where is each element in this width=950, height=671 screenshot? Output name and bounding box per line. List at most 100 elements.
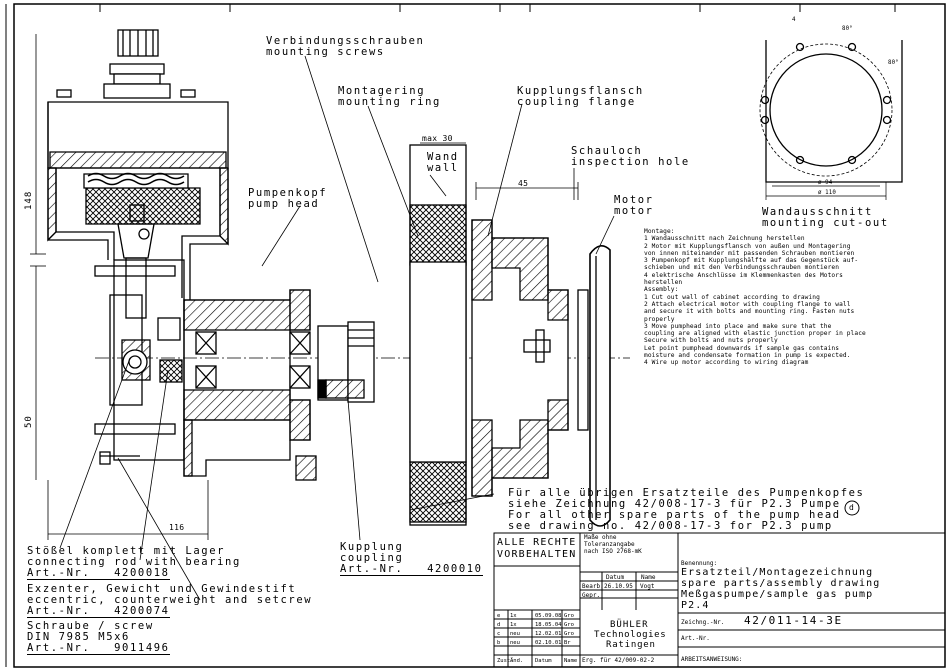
top-ticks [99, 4, 896, 12]
revision-header: Zust. [497, 658, 514, 664]
revision-cell: d [497, 622, 501, 628]
wall-label-en: wall [427, 162, 459, 174]
assembly-notes: Montage: 1 Wandausschnitt nach Zeichnung… [644, 228, 944, 367]
revision-cell: 18.05.04 [535, 622, 562, 628]
note-line: Secure with bolts and nuts properly [644, 337, 778, 345]
revision-cell: e [497, 613, 501, 619]
revision-cell: neu [510, 640, 520, 646]
dim-94: ø 94 [818, 180, 833, 186]
revision-cell: b [497, 640, 501, 646]
cutout-label-en: mounting cut-out [762, 217, 889, 229]
tolerance-1: Maße ohne [584, 534, 617, 541]
dim-110: ø 110 [818, 190, 836, 196]
dim-50: 50 [24, 415, 34, 428]
revision-cell: Br [564, 640, 571, 646]
revision-cell: 1x [510, 622, 517, 628]
cutout-label-de: Wandausschnitt [762, 206, 873, 218]
angle-80-b: 80° [888, 60, 899, 66]
revision-header: Name [564, 658, 578, 664]
dimension-lines [30, 34, 615, 601]
note-line: Assembly: [644, 286, 679, 294]
coupling-label-en: coupling [340, 552, 404, 564]
note-line: 2 Motor mit Kupplungsflansch von außen u… [644, 242, 851, 250]
part2-number: Art.-Nr. 4200074 [27, 605, 170, 618]
datum-header: Datum [606, 574, 625, 581]
zeichnung-label: Zeichng.-Nr. [681, 619, 725, 626]
part3-line2: DIN 7985 M5x6 [27, 631, 130, 643]
company-name: BÜHLER [610, 620, 649, 630]
rights-line2: VORBEHALTEN [497, 549, 577, 560]
revision-cell: c [497, 631, 501, 637]
dim-45: 45 [518, 179, 529, 188]
note-line: Let point pumphead downwards if sample g… [644, 344, 840, 352]
dim-148: 148 [24, 190, 34, 210]
benennung-label: Benennung: [681, 560, 718, 567]
coupling-flange-label-en: coupling flange [517, 96, 636, 108]
mounting-ring-label-en: mounting ring [338, 96, 441, 108]
wall-label-de: Wand [427, 151, 459, 163]
coupling-label-de: Kupplung [340, 541, 404, 553]
title-line1: Ersatzteil/Montagezeichnung [681, 567, 874, 578]
pump-head-label-en: pump head [248, 198, 320, 210]
revision-header: Datum [535, 658, 552, 664]
arbeitsanweisung-label: ARBEITSANWEISUNG: [681, 656, 743, 663]
title-line2: spare parts/assembly drawing [681, 578, 881, 589]
part2-line2: eccentric, counterweight and setcrew [27, 594, 313, 606]
angle-80-a: 80° [842, 26, 853, 32]
title-line3: Meßgaspumpe/sample gas pump [681, 589, 874, 600]
part1-line1: Stößel komplett mit Lager [27, 545, 226, 557]
revision-cell: neu [510, 631, 520, 637]
rights-line1: ALLE RECHTE [497, 537, 577, 548]
pump-head-label-de: Pumpenkopf [248, 187, 328, 199]
revision-circle [844, 500, 860, 516]
name-header: Name [641, 574, 656, 581]
note-line: properly [644, 315, 675, 323]
title-block [493, 532, 946, 668]
revision-cell: 12.02.01 [535, 631, 562, 637]
bearb-name: Vogt [640, 583, 655, 590]
bearb-date: 26.10.95 [604, 583, 633, 590]
note-line: 2 Attach electrical motor with coupling … [644, 300, 851, 308]
revision-cell: Gro [564, 631, 574, 637]
note-line: schieben und mit den Verbindungsschraube… [644, 264, 840, 272]
company-line2: Technologies [594, 630, 667, 640]
note-line: 3 Move pumphead into place and make sure… [644, 322, 832, 330]
pump-head [47, 29, 375, 481]
mounting-cutout [759, 40, 903, 200]
mounting-screws-label-en: mounting screws [266, 46, 385, 58]
spare-note-2: siehe Zeichnung 42/008-17-3 für P2.3 Pum… [508, 498, 841, 510]
part2-line1: Exzenter, Gewicht und Gewindestift [27, 583, 297, 595]
title-line4: P2.4 [681, 600, 710, 611]
wall-and-motor [409, 144, 611, 527]
art-label: Art.-Nr. [681, 635, 710, 642]
dim-4: 4 [792, 17, 796, 23]
revision-cell: 1x [510, 613, 517, 619]
note-line: 1 Wandausschnitt nach Zeichnung herstell… [644, 235, 805, 243]
note-line: 3 Pumpenkopf mit Kupplungshälfte auf das… [644, 257, 859, 265]
note-line: herstellen [644, 279, 683, 287]
dim-max30: max 30 [422, 134, 453, 143]
note-line: von innen miteinander mit passenden Schr… [644, 249, 855, 257]
revision-cell: Gro [564, 622, 574, 628]
note-line: 4 Wire up motor according to wiring diag… [644, 359, 809, 367]
note-line: moisture and condensate formation in pum… [644, 352, 851, 360]
tolerance-2: Toleranzangabe [584, 541, 635, 548]
spare-note-3: For all other spare parts of the pump he… [508, 509, 841, 521]
dim-116: 116 [169, 523, 185, 532]
motor-label-en: motor [614, 205, 654, 217]
note-line: 4 elektrische Anschlüsse im Klemmenkaste… [644, 271, 843, 279]
gepr-label: Gepr. [582, 592, 601, 599]
revision-cell: 02.10.01 [535, 640, 562, 646]
revision-cell: 05.09.08 [535, 613, 562, 619]
inspection-hole-label-de: Schauloch [571, 145, 643, 157]
company-line3: Ratingen [606, 640, 656, 650]
revision-cell: Gro [564, 613, 574, 619]
mounting-screws-label-de: Verbindungsschrauben [266, 35, 425, 47]
part3-line1: Schraube / screw [27, 620, 154, 632]
revision-mark: d [849, 503, 855, 512]
note-line: coupling are aligned with elastic juncti… [644, 330, 866, 338]
bearb-label: Bearb. [582, 583, 604, 590]
part1-number: Art.-Nr. 4200018 [27, 567, 170, 580]
erg-note: Erg. für 42/009-02-2 [582, 657, 655, 664]
